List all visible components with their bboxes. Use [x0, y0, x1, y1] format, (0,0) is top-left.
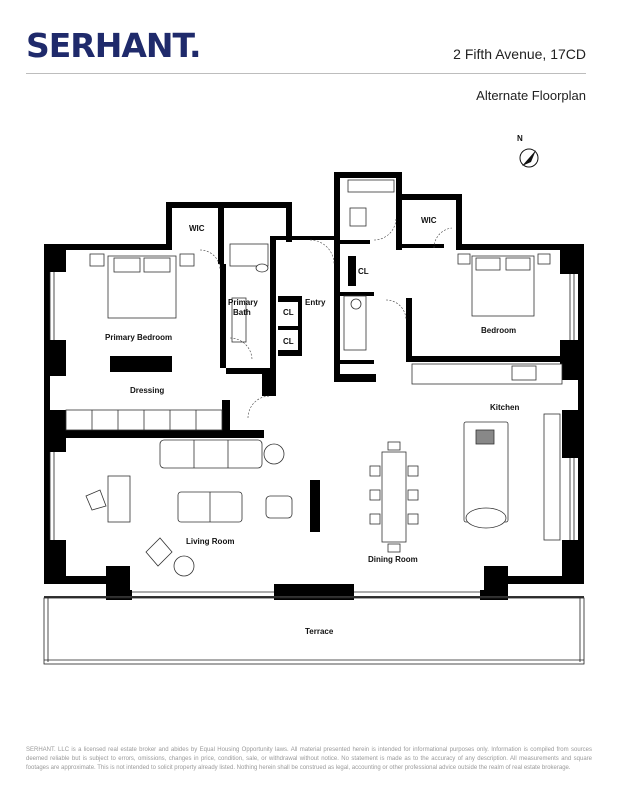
room-label-terrace: Terrace — [305, 627, 334, 636]
north-arrow-icon: N — [517, 134, 539, 168]
listing-address: 2 Fifth Avenue, 17CD — [453, 46, 586, 62]
room-label-closet-1: CL — [283, 308, 294, 317]
compass-label: N — [517, 134, 523, 143]
room-label-primary-bath-1: Primary — [228, 298, 258, 307]
room-label-living-room: Living Room — [186, 537, 234, 546]
room-label-primary-bedroom: Primary Bedroom — [105, 333, 172, 342]
room-label-primary-bath-2: Bath — [233, 308, 251, 317]
door-swings — [199, 217, 453, 419]
room-label-kitchen: Kitchen — [490, 403, 519, 412]
room-label-dining-room: Dining Room — [368, 555, 418, 564]
room-label-wic-left: WIC — [189, 224, 205, 233]
walls — [44, 172, 584, 600]
room-label-dressing: Dressing — [130, 386, 164, 395]
window-lines — [43, 272, 585, 665]
room-label-bedroom: Bedroom — [481, 326, 516, 335]
brand-logo: SERHANT. — [26, 26, 202, 65]
room-label-closet-3: CL — [358, 267, 369, 276]
room-label-entry: Entry — [305, 298, 326, 307]
furniture — [65, 179, 563, 577]
room-label-wic-right: WIC — [421, 216, 437, 225]
floorplan-subtitle: Alternate Floorplan — [476, 88, 586, 103]
room-label-closet-2: CL — [283, 337, 294, 346]
header-divider — [26, 73, 586, 74]
legal-disclaimer: SERHANT. LLC is a licensed real estate b… — [26, 747, 592, 771]
